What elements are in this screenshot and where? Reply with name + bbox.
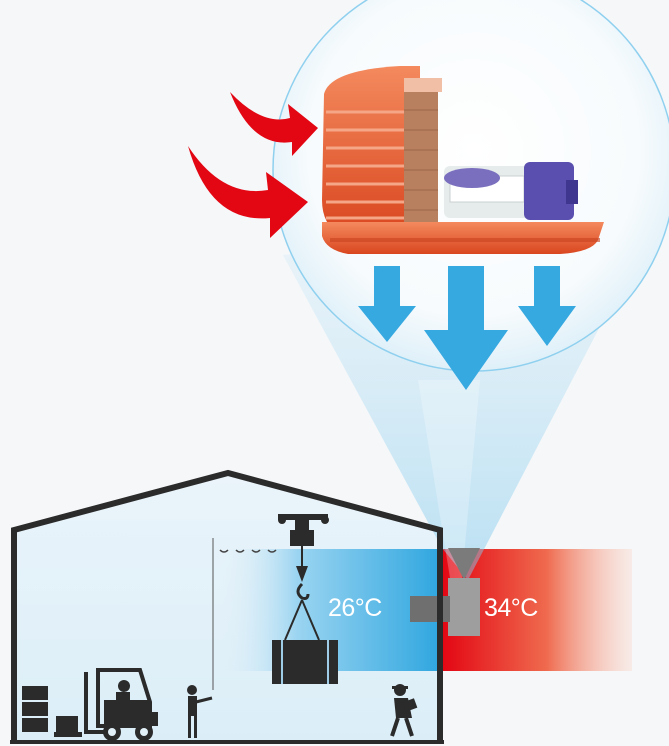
outside-temperature-label: 34°C: [484, 594, 538, 622]
ceiling-light-icons: [219, 549, 277, 553]
cool-air-outflow-arrow-icon: [358, 266, 576, 390]
worker-carrying-box-icon: [390, 684, 418, 737]
forklift-icon: [84, 668, 158, 741]
building-outline: [11, 469, 443, 742]
evaporative-cooler-icon: [322, 66, 604, 254]
hot-air-intake-arrow-icon: [188, 92, 318, 238]
pallet-stack-icon: [22, 686, 82, 737]
crane-hook-icon: [272, 514, 338, 684]
worker-icon: [187, 685, 213, 738]
inside-temperature-label: 26°C: [328, 594, 382, 622]
wall-mounted-cooler-unit: [410, 578, 480, 636]
